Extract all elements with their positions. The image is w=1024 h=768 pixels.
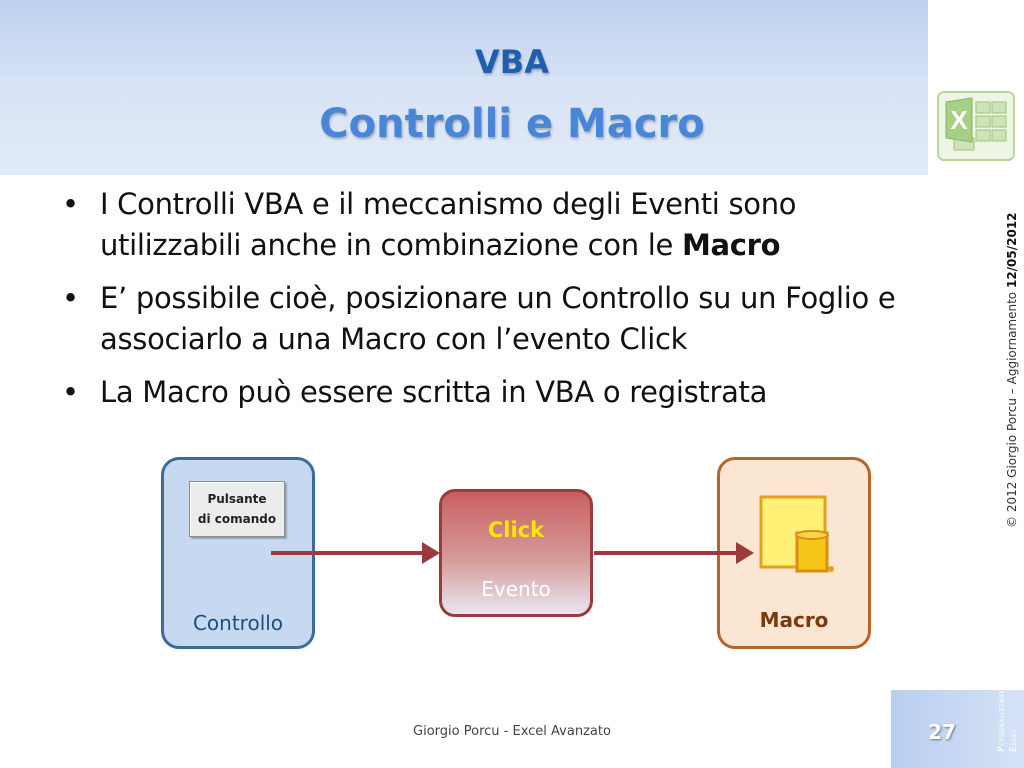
bullet-dot: • (62, 375, 79, 409)
command-button-line1: Pulsante (207, 492, 267, 506)
arrow-head-evento (422, 542, 440, 564)
footer-side-line2: Excel (1009, 728, 1019, 752)
footer-box (891, 690, 1024, 768)
arrow-head-macro (736, 542, 754, 564)
footer-text: Giorgio Porcu - Excel Avanzato (413, 724, 611, 739)
bullet-text: La Macro può essere scritta in VBA o reg… (100, 375, 768, 409)
slide-title: VBA (475, 43, 549, 81)
click-label: Click (487, 518, 545, 542)
bullet-dot: • (62, 281, 79, 315)
evento-box (439, 489, 593, 617)
evento-label: Evento (481, 577, 551, 601)
slide-header (0, 0, 928, 175)
excel-logo-icon: X (928, 76, 1024, 175)
svg-text:X: X (950, 105, 968, 135)
slide-subtitle: Controlli e Macro (319, 101, 705, 147)
page-number: 27 (928, 720, 956, 744)
command-button-line2: di comando (197, 512, 277, 526)
macro-label: Macro (759, 608, 829, 632)
bullet-dot: • (62, 187, 79, 221)
bullet-text: I Controlli VBA e il meccanismo degli Ev… (100, 187, 797, 262)
footer-side-line1: Personalizzare (997, 689, 1007, 752)
bullet-text: E’ possibile cioè, posizionare un Contro… (100, 281, 896, 356)
controllo-label: Controllo (192, 611, 284, 635)
footer-side-label: Personalizzare Excel (996, 642, 1024, 752)
command-button[interactable]: Pulsante di comando (189, 481, 285, 537)
macro-scroll-icon (757, 493, 839, 579)
bullet-item: • I Controlli VBA e il meccanismo degli E… (52, 184, 932, 266)
bullet-list: • I Controlli VBA e il meccanismo degli E… (52, 184, 932, 425)
bullet-item: • E’ possibile cioè, posizionare un Contr… (52, 278, 932, 360)
bullet-bold-text: Macro (681, 228, 781, 262)
bullet-item: • La Macro può essere scritta in VBA o re… (52, 372, 932, 413)
